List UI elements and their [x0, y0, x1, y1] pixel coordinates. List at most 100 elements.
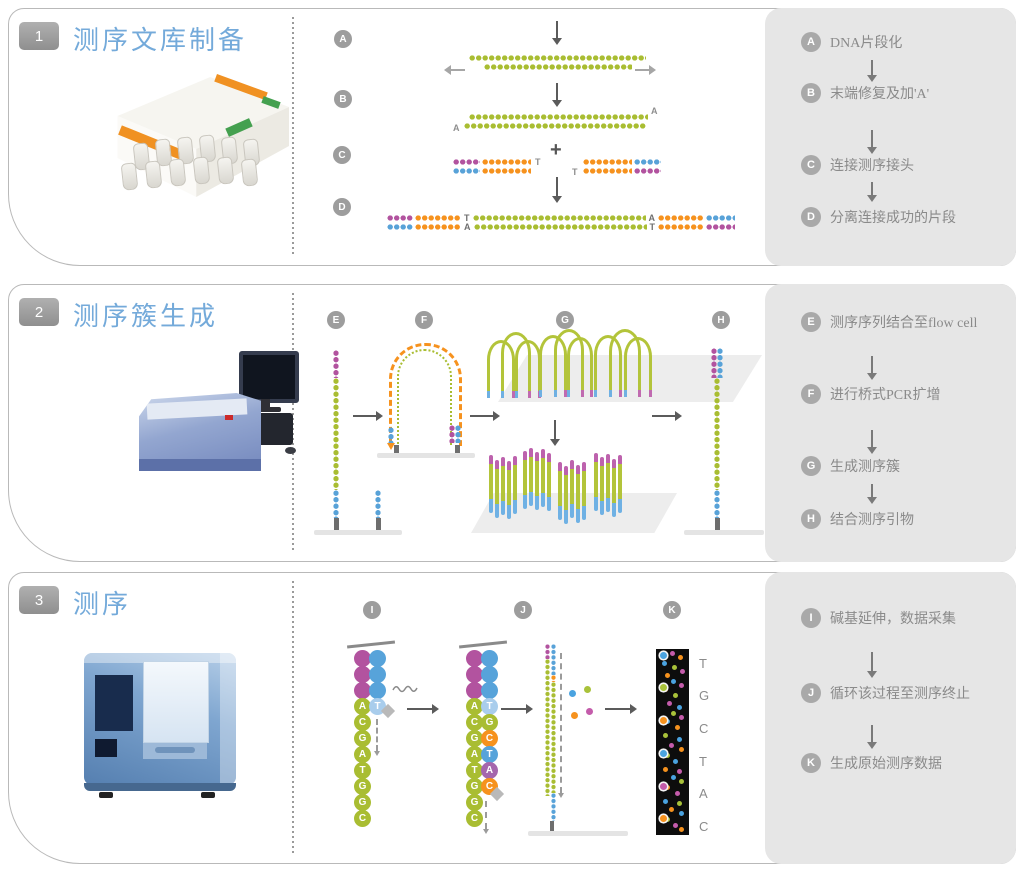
sequencing-cluster — [594, 453, 622, 517]
step-text-f: 进行桥式PCR扩增 — [830, 388, 941, 403]
diagram-step-label-e: E — [327, 311, 345, 329]
section-title: 测序簇生成 — [73, 302, 219, 331]
down-arrow-icon — [867, 60, 877, 82]
base-call: G — [699, 688, 710, 703]
base-a-label: A — [453, 123, 460, 133]
bound-template-strand — [333, 350, 339, 531]
diagram-step-label-d: D — [333, 198, 351, 216]
extension-direction-arrow — [483, 801, 489, 834]
step-row-j: J 循环该过程至测序终止 — [801, 683, 970, 703]
base-call: C — [699, 721, 709, 736]
step-text-b: 末端修复及加'A' — [830, 87, 930, 102]
section-1-card: A DNA片段化 B 末端修复及加'A' C 连接测序接头 D 分离连接成功的片… — [8, 8, 1016, 266]
called-spot — [660, 750, 667, 757]
down-arrow-icon — [867, 130, 877, 154]
step-text-h: 结合测序引物 — [830, 513, 914, 528]
section-2-step-panel: E 测序序列结合至flow cell F 进行桥式PCR扩增 G 生成测序簇 H… — [765, 284, 1016, 562]
step-row-k: K 生成原始测序数据 — [801, 753, 942, 773]
dotted-divider — [292, 17, 294, 257]
flowcell-surface — [314, 530, 402, 535]
cluster-station-image — [139, 343, 299, 508]
fragmented-dna — [469, 55, 646, 70]
step-badge-b: B — [801, 83, 821, 103]
down-arrow-icon — [552, 21, 562, 45]
flowcell-plate — [471, 493, 677, 533]
base-call: C — [699, 819, 709, 834]
extension-direction-arrow — [374, 719, 380, 756]
down-arrow-icon — [550, 420, 560, 446]
base-t-label: T — [572, 167, 578, 177]
primer-bound-strand — [714, 378, 720, 531]
flowcell-surface — [528, 831, 628, 836]
synthesized-strand — [551, 644, 556, 821]
diagram-step-label-h: H — [712, 311, 730, 329]
down-arrow-icon — [552, 83, 562, 107]
fluorescence-dots — [670, 651, 675, 656]
right-arrow-icon — [652, 411, 682, 421]
step-text-e: 测序序列结合至flow cell — [830, 316, 978, 331]
free-nucleotide — [569, 690, 576, 697]
section-number-badge: 2 — [19, 298, 59, 326]
diagram-step-label-b: B — [334, 90, 352, 108]
sequencer-image — [79, 645, 249, 805]
step-text-j: 循环该过程至测序终止 — [830, 687, 970, 702]
flowcell-oligo — [375, 490, 381, 531]
right-arrow-icon — [470, 411, 500, 421]
step-text-g: 生成测序簇 — [830, 460, 900, 475]
base-call: T — [699, 754, 707, 769]
right-arrow-icon — [407, 704, 439, 714]
section-1-step-panel: A DNA片段化 B 末端修复及加'A' C 连接测序接头 D 分离连接成功的片… — [765, 8, 1016, 266]
called-spot — [660, 815, 667, 822]
right-arrow-icon — [635, 65, 656, 75]
sequencing-cluster — [558, 460, 586, 524]
right-arrow-icon — [605, 704, 637, 714]
section-number-badge: 1 — [19, 22, 59, 50]
bridge-amplification-inner — [397, 349, 452, 445]
right-arrow-icon — [501, 704, 533, 714]
plus-icon: + — [550, 139, 562, 161]
library-prep-kit-image — [114, 59, 289, 209]
bridge-cluster — [567, 337, 593, 397]
section-title: 测序文库制备 — [73, 26, 248, 55]
bridge-cluster — [624, 337, 652, 397]
adapter-ligated-dna: T A A T — [387, 214, 735, 232]
diagram-step-label-i: I — [363, 601, 381, 619]
end-repaired-dna — [464, 114, 648, 129]
step-badge-j: J — [801, 683, 821, 703]
mouse-image — [285, 447, 296, 454]
free-nucleotide — [584, 686, 591, 693]
right-arrow-icon — [353, 411, 383, 421]
down-arrow-icon — [552, 177, 562, 203]
step-text-c: 连接测序接头 — [830, 159, 914, 174]
step-text-d: 分离连接成功的片段 — [830, 211, 956, 226]
down-arrow-icon — [867, 652, 877, 678]
free-nucleotide — [586, 708, 593, 715]
extension-column-i: A C G A T G G C T — [354, 650, 386, 827]
fluorescence-squiggle-icon — [392, 685, 418, 693]
step-badge-i: I — [801, 608, 821, 628]
step-row-e: E 测序序列结合至flow cell — [801, 312, 977, 332]
called-spot — [660, 652, 667, 659]
step-row-b: B 末端修复及加'A' — [801, 83, 929, 103]
called-spot — [660, 783, 667, 790]
dotted-divider — [292, 581, 294, 855]
bridge-amplification-outer — [389, 343, 462, 446]
adapter-left — [453, 159, 531, 174]
free-nucleotide — [571, 712, 578, 719]
step-row-d: D 分离连接成功的片段 — [801, 207, 956, 227]
base-t-label: T — [535, 157, 541, 167]
step-row-a: A DNA片段化 — [801, 32, 902, 52]
step-row-f: F 进行桥式PCR扩增 — [801, 384, 940, 404]
step-badge-c: C — [801, 155, 821, 175]
down-arrow-icon — [867, 430, 877, 454]
diagram-step-label-c: C — [333, 146, 351, 164]
step-badge-e: E — [801, 312, 821, 332]
step-text-a: DNA片段化 — [830, 36, 903, 51]
step-badge-a: A — [801, 32, 821, 52]
dotted-divider — [292, 293, 294, 553]
down-arrow-icon — [867, 182, 877, 202]
step-badge-k: K — [801, 753, 821, 773]
diagram-step-label-j: J — [514, 601, 532, 619]
diagram-step-label-a: A — [334, 30, 352, 48]
down-arrow-icon — [867, 356, 877, 380]
